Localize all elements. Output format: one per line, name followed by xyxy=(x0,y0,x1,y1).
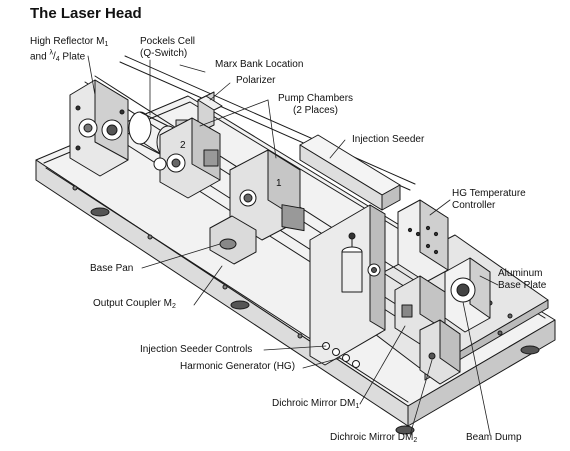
hg-temperature-controller xyxy=(397,199,449,283)
label-output-coupler: Output Coupler M2 xyxy=(93,298,176,310)
pump-chamber-2 xyxy=(153,117,221,199)
dichroic-mirror-dm1 xyxy=(394,275,446,345)
injection-seeder xyxy=(299,134,401,211)
chamber-number-1: 1 xyxy=(276,178,282,189)
injection-seeder-controls xyxy=(322,342,360,368)
label-high-reflector: High Reflector M1 and λ/4 Plate xyxy=(30,36,109,64)
label-polarizer: Polarizer xyxy=(236,75,276,86)
label-pockels-cell: Pockels Cell (Q-Switch) xyxy=(140,36,196,59)
label-aluminum-base-plate: Aluminum Base Plate xyxy=(498,268,547,291)
leader-lines xyxy=(87,55,499,436)
label-marx-bank: Marx Bank Location xyxy=(215,59,304,70)
pump-chamber-1 xyxy=(229,149,305,241)
label-hg-temperature-controller: HG Temperature Controller xyxy=(452,188,526,211)
label-beam-dump: Beam Dump xyxy=(466,432,522,443)
figure-title: The Laser Head xyxy=(30,5,142,22)
label-dichroic-mirror-dm2: Dichroic Mirror DM2 xyxy=(330,432,418,444)
label-base-pan: Base Pan xyxy=(90,263,134,274)
label-pump-chambers: Pump Chambers (2 Places) xyxy=(278,93,354,116)
label-harmonic-generator: Harmonic Generator (HG) xyxy=(180,361,296,372)
label-injection-seeder: Injection Seeder xyxy=(352,134,425,145)
dichroic-mirror-dm2 xyxy=(419,319,461,385)
output-coupler xyxy=(209,215,257,265)
harmonic-generator xyxy=(309,204,386,366)
beam-dump xyxy=(444,257,491,333)
high-reflector-mount xyxy=(69,79,129,177)
label-dichroic-mirror-dm1: Dichroic Mirror DM1 xyxy=(272,398,360,410)
label-injection-seeder-controls: Injection Seeder Controls xyxy=(140,344,253,355)
chamber-number-2: 2 xyxy=(180,140,186,151)
